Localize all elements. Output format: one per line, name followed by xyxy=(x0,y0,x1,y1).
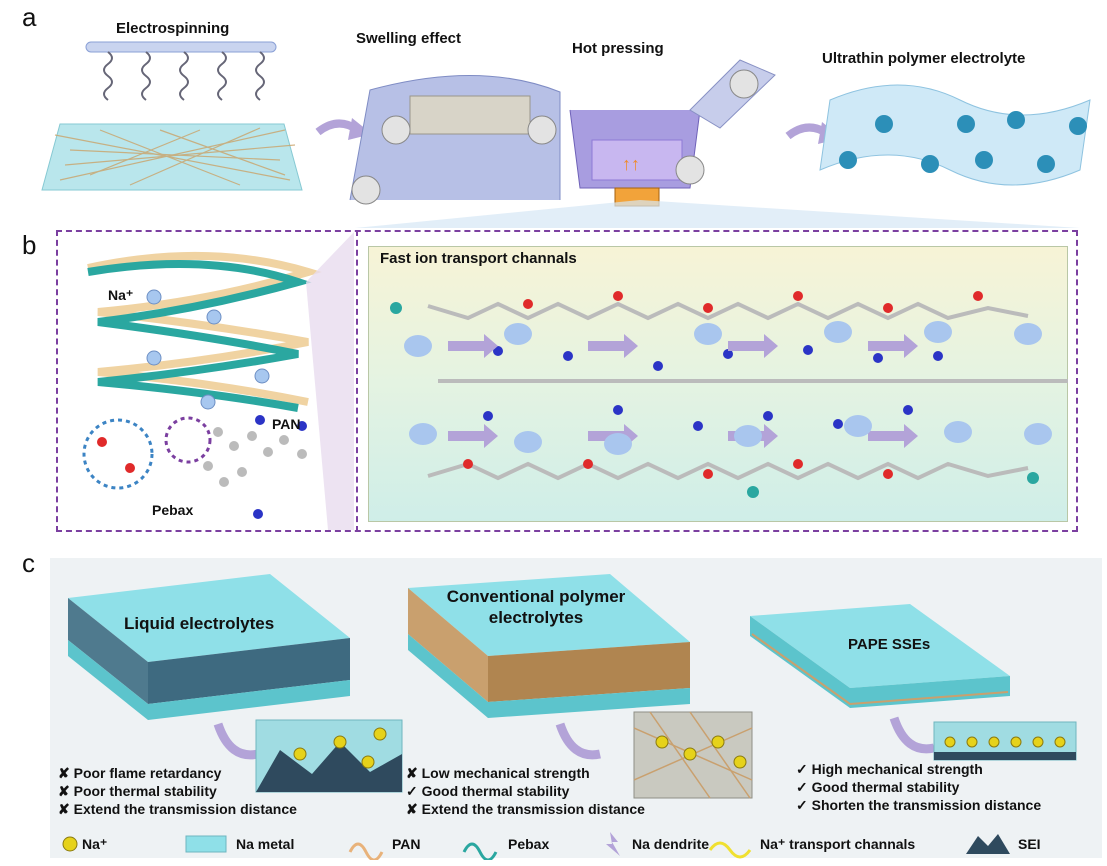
chain-lines xyxy=(427,301,1068,481)
zoom-wedge-b xyxy=(306,232,354,530)
legend-dendrite-icon xyxy=(606,832,620,856)
legend-na: Na⁺ xyxy=(82,836,108,852)
bullet-pape-3: ✓ Shorten the transmission distance xyxy=(796,797,1042,813)
bullet-pape-2: ✓ Good thermal stability xyxy=(796,779,960,795)
legend-na-metal: Na metal xyxy=(236,836,295,852)
bullet-conventional-1: ✘ Low mechanical strength xyxy=(406,765,590,781)
slab-pape xyxy=(750,604,1010,708)
bullet-liquid-1: ✘ Poor flame retardancy xyxy=(58,765,222,781)
molecule-atoms xyxy=(203,427,307,487)
panel-b-divider xyxy=(356,230,358,532)
roller-3 xyxy=(351,175,381,205)
slab-liquid xyxy=(68,574,350,720)
legend-transport-channels: Na⁺ transport channals xyxy=(760,836,916,852)
legend-symbols xyxy=(62,832,1010,860)
bullet-conventional-2: ✓ Good thermal stability xyxy=(406,783,570,799)
spinning-jets xyxy=(103,51,265,101)
bullet-pape-1: ✓ High mechanical strength xyxy=(796,761,983,777)
swelling-film xyxy=(349,75,561,201)
ultrathin-ions xyxy=(839,111,1087,173)
legend-channel-icon xyxy=(708,841,752,859)
bullet-liquid-2: ✘ Poor thermal stability xyxy=(58,783,217,799)
swelling-block xyxy=(409,95,531,135)
label-na-plus: Na⁺ xyxy=(108,287,134,303)
roller-2 xyxy=(527,115,557,145)
ultrathin-film xyxy=(819,84,1091,186)
legend-sei: SEI xyxy=(1018,836,1041,852)
bullets-pape: ✓ High mechanical strength ✓ Good therma… xyxy=(796,760,1041,814)
bullet-conventional-3: ✘ Extend the transmission distance xyxy=(406,801,645,817)
channel-ions xyxy=(404,321,1052,455)
panel-a-graphic: ↑↑ xyxy=(41,41,1091,228)
panel-c-graphic xyxy=(68,574,1077,799)
nitrogen-atoms xyxy=(253,415,307,519)
chain-oxygen xyxy=(463,291,983,479)
anion-clusters xyxy=(390,302,1039,498)
label-pebax: Pebax xyxy=(152,502,194,518)
panel-letter-c: c xyxy=(22,548,35,578)
roller-5 xyxy=(675,155,705,185)
label-swelling-effect: Swelling effect xyxy=(356,30,462,47)
helix-strands xyxy=(87,251,322,412)
channels-graphic xyxy=(390,291,1068,498)
label-hot-pressing: Hot pressing xyxy=(572,40,664,57)
slab-conventional xyxy=(408,574,690,718)
helix-graphic xyxy=(82,232,354,530)
roller-1 xyxy=(381,115,411,145)
bullets-conventional: ✘ Low mechanical strength ✓ Good thermal… xyxy=(406,764,645,818)
fiber-mat-fibers xyxy=(54,127,296,186)
pan-circle xyxy=(164,416,212,464)
inset-conventional xyxy=(633,711,753,799)
bullet-liquid-3: ✘ Extend the transmission distance xyxy=(58,801,297,817)
slab-title-conventional: Conventional polymer electrolytes xyxy=(446,587,626,627)
legend-na-icon xyxy=(62,836,78,852)
label-channels-title: Fast ion transport channals xyxy=(380,250,577,267)
oxygen-atoms xyxy=(97,437,135,473)
legend-pebax-icon xyxy=(462,842,498,860)
roller-4 xyxy=(729,69,759,99)
inset-liquid xyxy=(255,719,403,793)
label-pan: PAN xyxy=(272,416,301,432)
panel-letter-a: a xyxy=(22,2,37,32)
arrow-c3 xyxy=(889,716,935,754)
inset-pape xyxy=(933,721,1077,761)
slab-title-liquid: Liquid electrolytes xyxy=(124,614,275,633)
channels-box xyxy=(368,246,1068,522)
film-out xyxy=(689,59,776,129)
zoom-wedge-a xyxy=(355,200,1080,228)
bullets-liquid: ✘ Poor flame retardancy ✘ Poor thermal s… xyxy=(58,764,297,818)
panel-b-frame xyxy=(56,230,1078,532)
svg-text:↑↑: ↑↑ xyxy=(622,154,640,174)
slab-title-pape: PAPE SSEs xyxy=(848,636,931,653)
arrow-c2 xyxy=(555,722,601,760)
legend-sei-icon xyxy=(966,834,1010,854)
legend-pebax: Pebax xyxy=(508,836,550,852)
panel-letter-b: b xyxy=(22,230,37,260)
label-electrospinning: Electrospinning xyxy=(116,20,230,37)
legend-na-dendrite: Na dendrite xyxy=(632,836,710,852)
spinneret-rod xyxy=(85,41,277,53)
chain-nitrogen xyxy=(483,345,943,431)
legend-pan-icon xyxy=(348,842,384,860)
arrow-c1 xyxy=(213,722,259,760)
pebax-circle xyxy=(82,418,154,490)
label-ultrathin: Ultrathin polymer electrolyte xyxy=(822,50,1026,67)
legend-na-metal-icon xyxy=(185,835,227,853)
legend-pan: PAN xyxy=(392,836,421,852)
helix-ions xyxy=(146,289,270,410)
